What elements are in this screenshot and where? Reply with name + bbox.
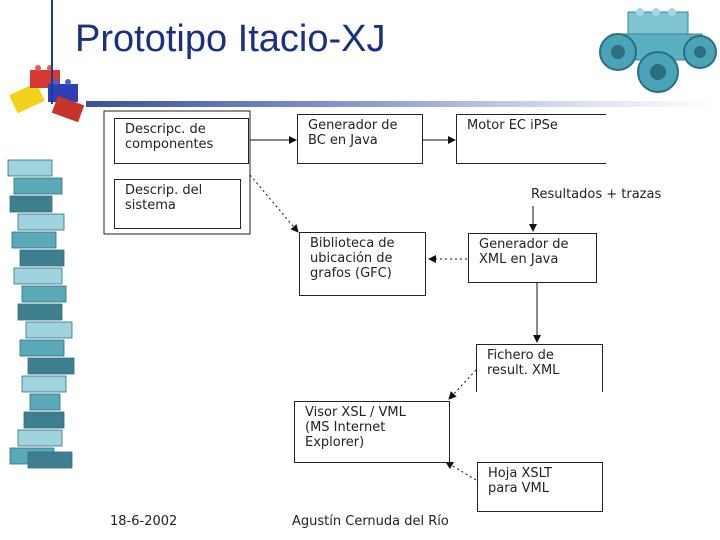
descriptions-group-frame: [103, 110, 251, 235]
label-resultados-trazas: Resultados + trazas: [531, 187, 662, 202]
box-biblioteca-gfc: Biblioteca de ubicación de grafos (GFC): [299, 232, 426, 296]
box-visor-xsl-vml: Visor XSL / VML (MS Internet Explorer): [294, 401, 450, 463]
footer-author: Agustín Cernuda del Río: [292, 514, 449, 529]
title-underline: [86, 101, 720, 107]
brick-car-icon: [599, 8, 717, 93]
colored-bricks-icon: [9, 65, 85, 123]
box-generador-xml: Generador de XML en Java: [468, 233, 597, 283]
box-descripcion-componentes: Descripc. de componentes: [114, 118, 249, 164]
title-vertical-line: [51, 0, 53, 104]
arrow-fichero-to-visor: [448, 369, 477, 400]
box-fichero-resultado-xml: Fichero de result. XML: [476, 344, 603, 392]
box-hoja-xslt: Hoja XSLT para VML: [477, 462, 603, 512]
brick-tower-icon: [7, 159, 75, 469]
arrow-descr-to-biblioteca: [249, 174, 299, 233]
box-descripcion-sistema: Descrip. del sistema: [114, 179, 241, 229]
box-generador-bc: Generador de BC en Java: [297, 114, 423, 164]
footer-date: 18-6-2002: [110, 514, 178, 529]
box-motor-ec: Motor EC iPSe: [456, 114, 606, 164]
arrow-hoja-to-visor: [445, 461, 477, 481]
page-title: Prototipo Itacio-XJ: [75, 18, 386, 60]
